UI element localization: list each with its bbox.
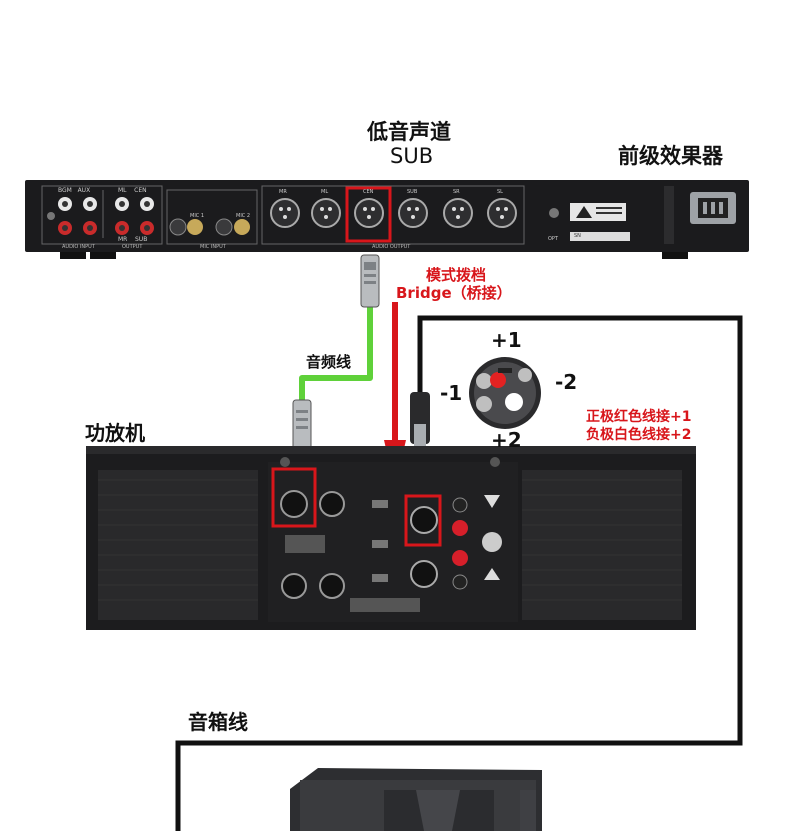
- mode-switch-label: 模式拨档: [426, 266, 487, 284]
- xlr-plug-bottom: [292, 399, 312, 451]
- mic-group: MIC INPUT: [200, 244, 226, 250]
- preamp-label: 前级效果器: [618, 144, 723, 168]
- pin-minus2-label: -2: [555, 370, 578, 394]
- xlr-label-sr: SR: [453, 189, 460, 195]
- rca-jacks: [47, 197, 154, 235]
- amplifier-label: 功放机: [85, 421, 145, 445]
- speakon-pinout: [469, 357, 541, 429]
- xlr-label-cen: CEN: [363, 189, 374, 195]
- xlr-plug-top: [360, 254, 380, 308]
- preamp-output-labels-bottom: MR SUB: [118, 236, 148, 243]
- xlr-label-ml: ML: [321, 189, 329, 195]
- xlr-label-mr: MR: [279, 189, 287, 195]
- audio-cable-label: 音频线: [306, 353, 352, 371]
- sub-channel-title: 低音声道: [367, 120, 451, 144]
- xlr-outputs: [270, 198, 517, 228]
- preamp-output-group: OUTPUT: [122, 244, 143, 250]
- sn-label: SN: [574, 233, 581, 239]
- mic-jacks: [169, 218, 250, 236]
- xlr-label-sl: SL: [497, 189, 503, 195]
- audio-cable: [299, 305, 373, 402]
- mic1-label: MIC 1: [190, 213, 205, 219]
- opt-label: OPT: [548, 236, 559, 242]
- xlr-group: AUDIO OUTPUT: [372, 244, 411, 250]
- cen-output-highlight: [345, 186, 392, 243]
- preamp-right-panel: [549, 186, 736, 244]
- pin-minus1-label: -1: [440, 381, 463, 405]
- xlr-label-sub: SUB: [407, 189, 418, 195]
- preamp-input-group: AUDIO INPUT: [62, 244, 95, 250]
- pin-plus1-label: +1: [491, 328, 522, 352]
- preamp-output-labels-top: ML CEN: [118, 187, 147, 194]
- speaker-cable: [175, 315, 743, 831]
- amp-input-highlight: [271, 467, 317, 528]
- positive-wire-note: 正极红色线接+1: [586, 409, 692, 425]
- mic2-label: MIC 2: [236, 213, 251, 219]
- amp-bridge-output-highlight: [404, 494, 442, 547]
- speakon-plug: [410, 392, 430, 446]
- sub-channel-subtitle: SUB: [390, 144, 434, 168]
- speaker-cable-label: 音箱线: [188, 710, 248, 734]
- speaker-device: [290, 768, 542, 831]
- negative-wire-note: 负极白色线接+2: [586, 427, 692, 443]
- pin-plus2-label: +2: [491, 428, 522, 452]
- bridge-label: Bridge（桥接）: [396, 284, 512, 302]
- preamp-device: [25, 180, 749, 259]
- amplifier-device: [86, 446, 696, 630]
- preamp-input-labels: BGM AUX: [58, 187, 91, 194]
